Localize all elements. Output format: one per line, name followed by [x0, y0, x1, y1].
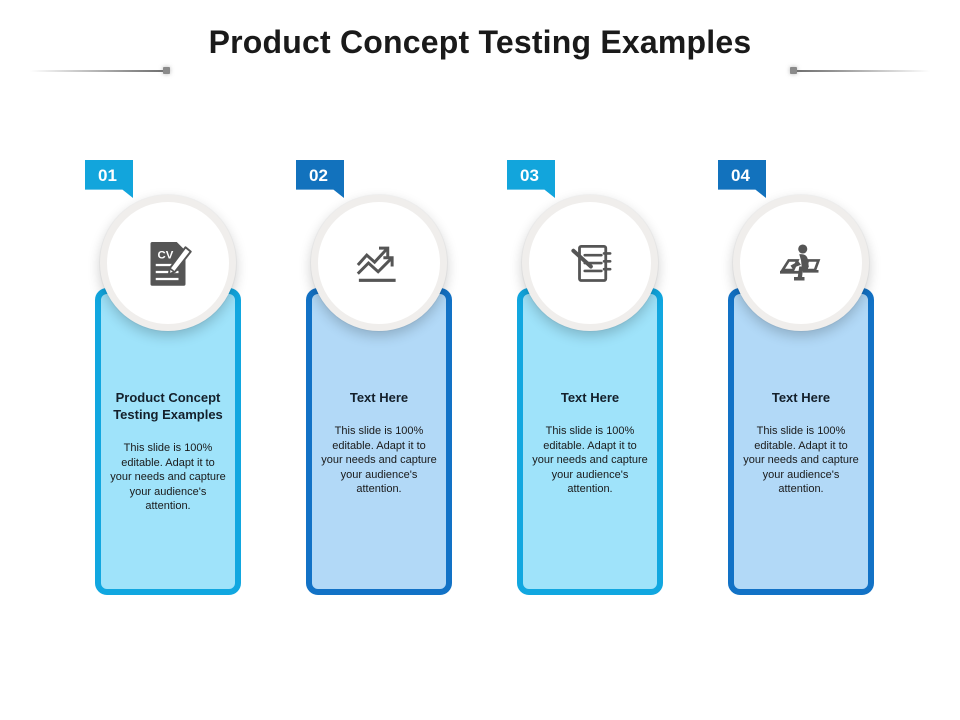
card-04[interactable]: 04 Text: [713, 155, 888, 605]
card-number-label-03: 03: [520, 166, 539, 185]
card-01[interactable]: 01 CV Product Concept Testing Exam: [80, 155, 255, 605]
page-title: Product Concept Testing Examples: [208, 24, 752, 60]
card-number-badge-04: 04: [718, 160, 766, 198]
card-heading-03: Text Here: [560, 390, 620, 405]
card-icon-circle-01: CV: [100, 195, 236, 331]
card-number-badge-02: 02: [296, 160, 344, 198]
person-working-laptop-icon: [773, 235, 829, 291]
cv-document-pencil-icon: CV: [140, 235, 196, 291]
title-decor-line-right: [794, 70, 930, 72]
title-decor-line-left: [30, 70, 166, 72]
card-number-label-01: 01: [98, 166, 117, 185]
card-panel-04: Text Here This slide is 100% editable. A…: [728, 288, 874, 595]
card-number-label-04: 04: [731, 166, 750, 185]
card-number-badge-03: 03: [507, 160, 555, 198]
card-panel-01: Product Concept Testing Examples This sl…: [95, 288, 241, 595]
title-decor-dot-left: [163, 67, 170, 74]
card-panel-02: Text Here This slide is 100% editable. A…: [306, 288, 452, 595]
card-heading-02: Text Here: [349, 390, 409, 405]
title-section: Product Concept Testing Examples: [0, 24, 960, 88]
card-03[interactable]: 03: [502, 155, 677, 605]
growth-line-chart-icon: [351, 235, 407, 291]
card-number-label-02: 02: [309, 166, 328, 185]
card-heading-01: Product Concept Testing Examples: [113, 390, 223, 422]
card-body-04: This slide is 100% editable. Adapt it to…: [743, 425, 859, 495]
title-decor-dot-right: [790, 67, 797, 74]
card-heading-04: Text Here: [771, 390, 831, 405]
card-number-badge-01: 01: [85, 160, 133, 198]
card-panel-03: Text Here This slide is 100% editable. A…: [517, 288, 663, 595]
card-icon-circle-04: [733, 195, 869, 331]
card-02[interactable]: 02 Text Here This sli: [291, 155, 466, 605]
card-body-02: This slide is 100% editable. Adapt it to…: [321, 425, 437, 495]
svg-text:CV: CV: [158, 250, 174, 262]
card-body-01: This slide is 100% editable. Adapt it to…: [110, 442, 226, 512]
card-icon-circle-03: [522, 195, 658, 331]
card-body-03: This slide is 100% editable. Adapt it to…: [532, 425, 648, 495]
cards-row: 01 CV Product Concept Testing Exam: [80, 155, 900, 605]
notebook-checklist-pen-icon: [562, 235, 618, 291]
card-icon-circle-02: [311, 195, 447, 331]
